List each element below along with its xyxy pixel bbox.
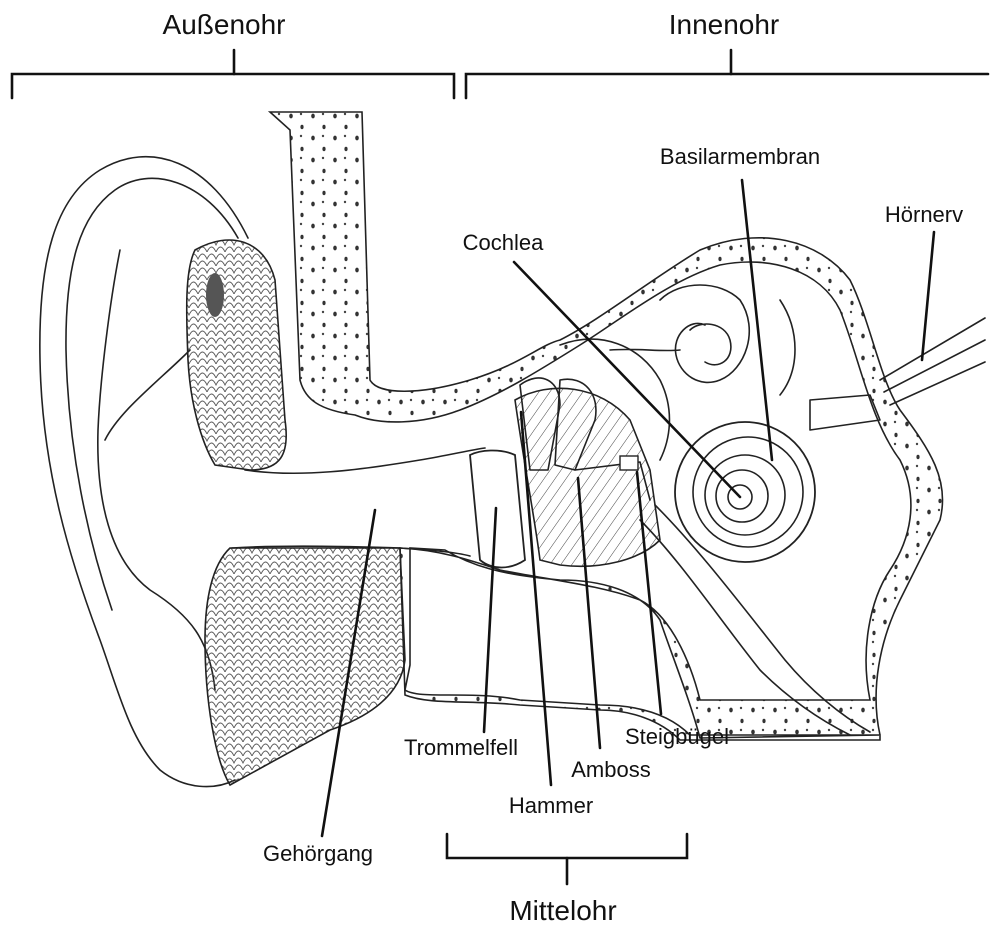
basilar-membrane-leader — [742, 180, 772, 460]
hammer-label: Hammer — [509, 793, 593, 818]
outer-ear-label: Außenohr — [163, 9, 286, 40]
lower-cartilage-texture — [205, 548, 405, 785]
cochlea-spiral — [675, 422, 815, 562]
eardrum — [470, 450, 525, 567]
stirrup-label: Steigbügel — [625, 724, 729, 749]
auditory-nerve-leader — [922, 232, 934, 360]
inner-ear-label: Innenohr — [669, 9, 780, 40]
skin-spot — [206, 273, 224, 317]
eardrum-label: Trommelfell — [404, 735, 518, 760]
middle-ear-bracket — [447, 834, 687, 884]
basilar-membrane-label: Basilarmembran — [660, 144, 820, 169]
middle-ear-label: Mittelohr — [509, 895, 616, 926]
ear-canal-label: Gehörgang — [263, 841, 373, 866]
cochlea-label: Cochlea — [463, 230, 544, 255]
upper-cartilage-texture — [187, 240, 287, 470]
anvil-label: Amboss — [571, 757, 650, 782]
auditory-nerve — [880, 318, 985, 405]
outer-ear-bracket — [12, 50, 454, 98]
auditory-nerve-label: Hörnerv — [885, 202, 963, 227]
inner-ear-bracket — [466, 50, 988, 98]
